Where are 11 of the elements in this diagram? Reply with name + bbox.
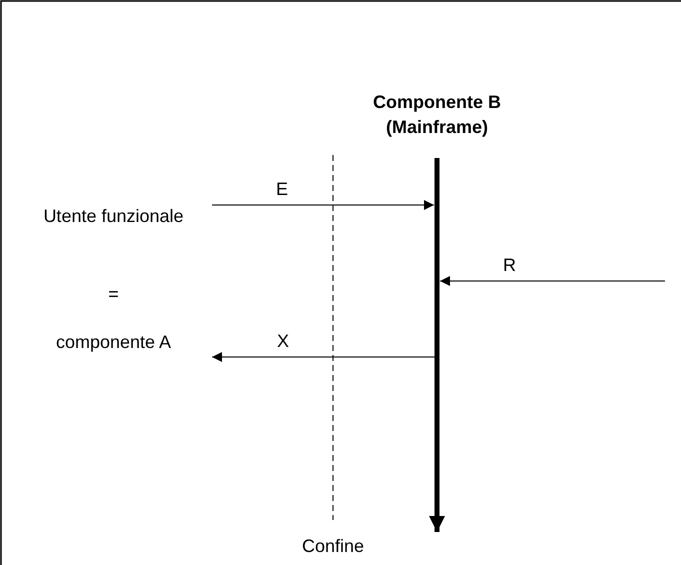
edge-label: E [276,179,288,200]
edge-label: R [503,255,516,276]
arrow [440,276,666,286]
arrow [212,200,434,210]
component-heading: Componente B (Mainframe) [372,91,502,139]
edge-label: X [277,331,290,352]
user-label: componente A [54,331,172,354]
user-label: = [107,283,120,306]
arrow [212,352,438,362]
boundary-label: Confine [300,536,366,557]
user-label: Utente funzionale [42,205,185,228]
